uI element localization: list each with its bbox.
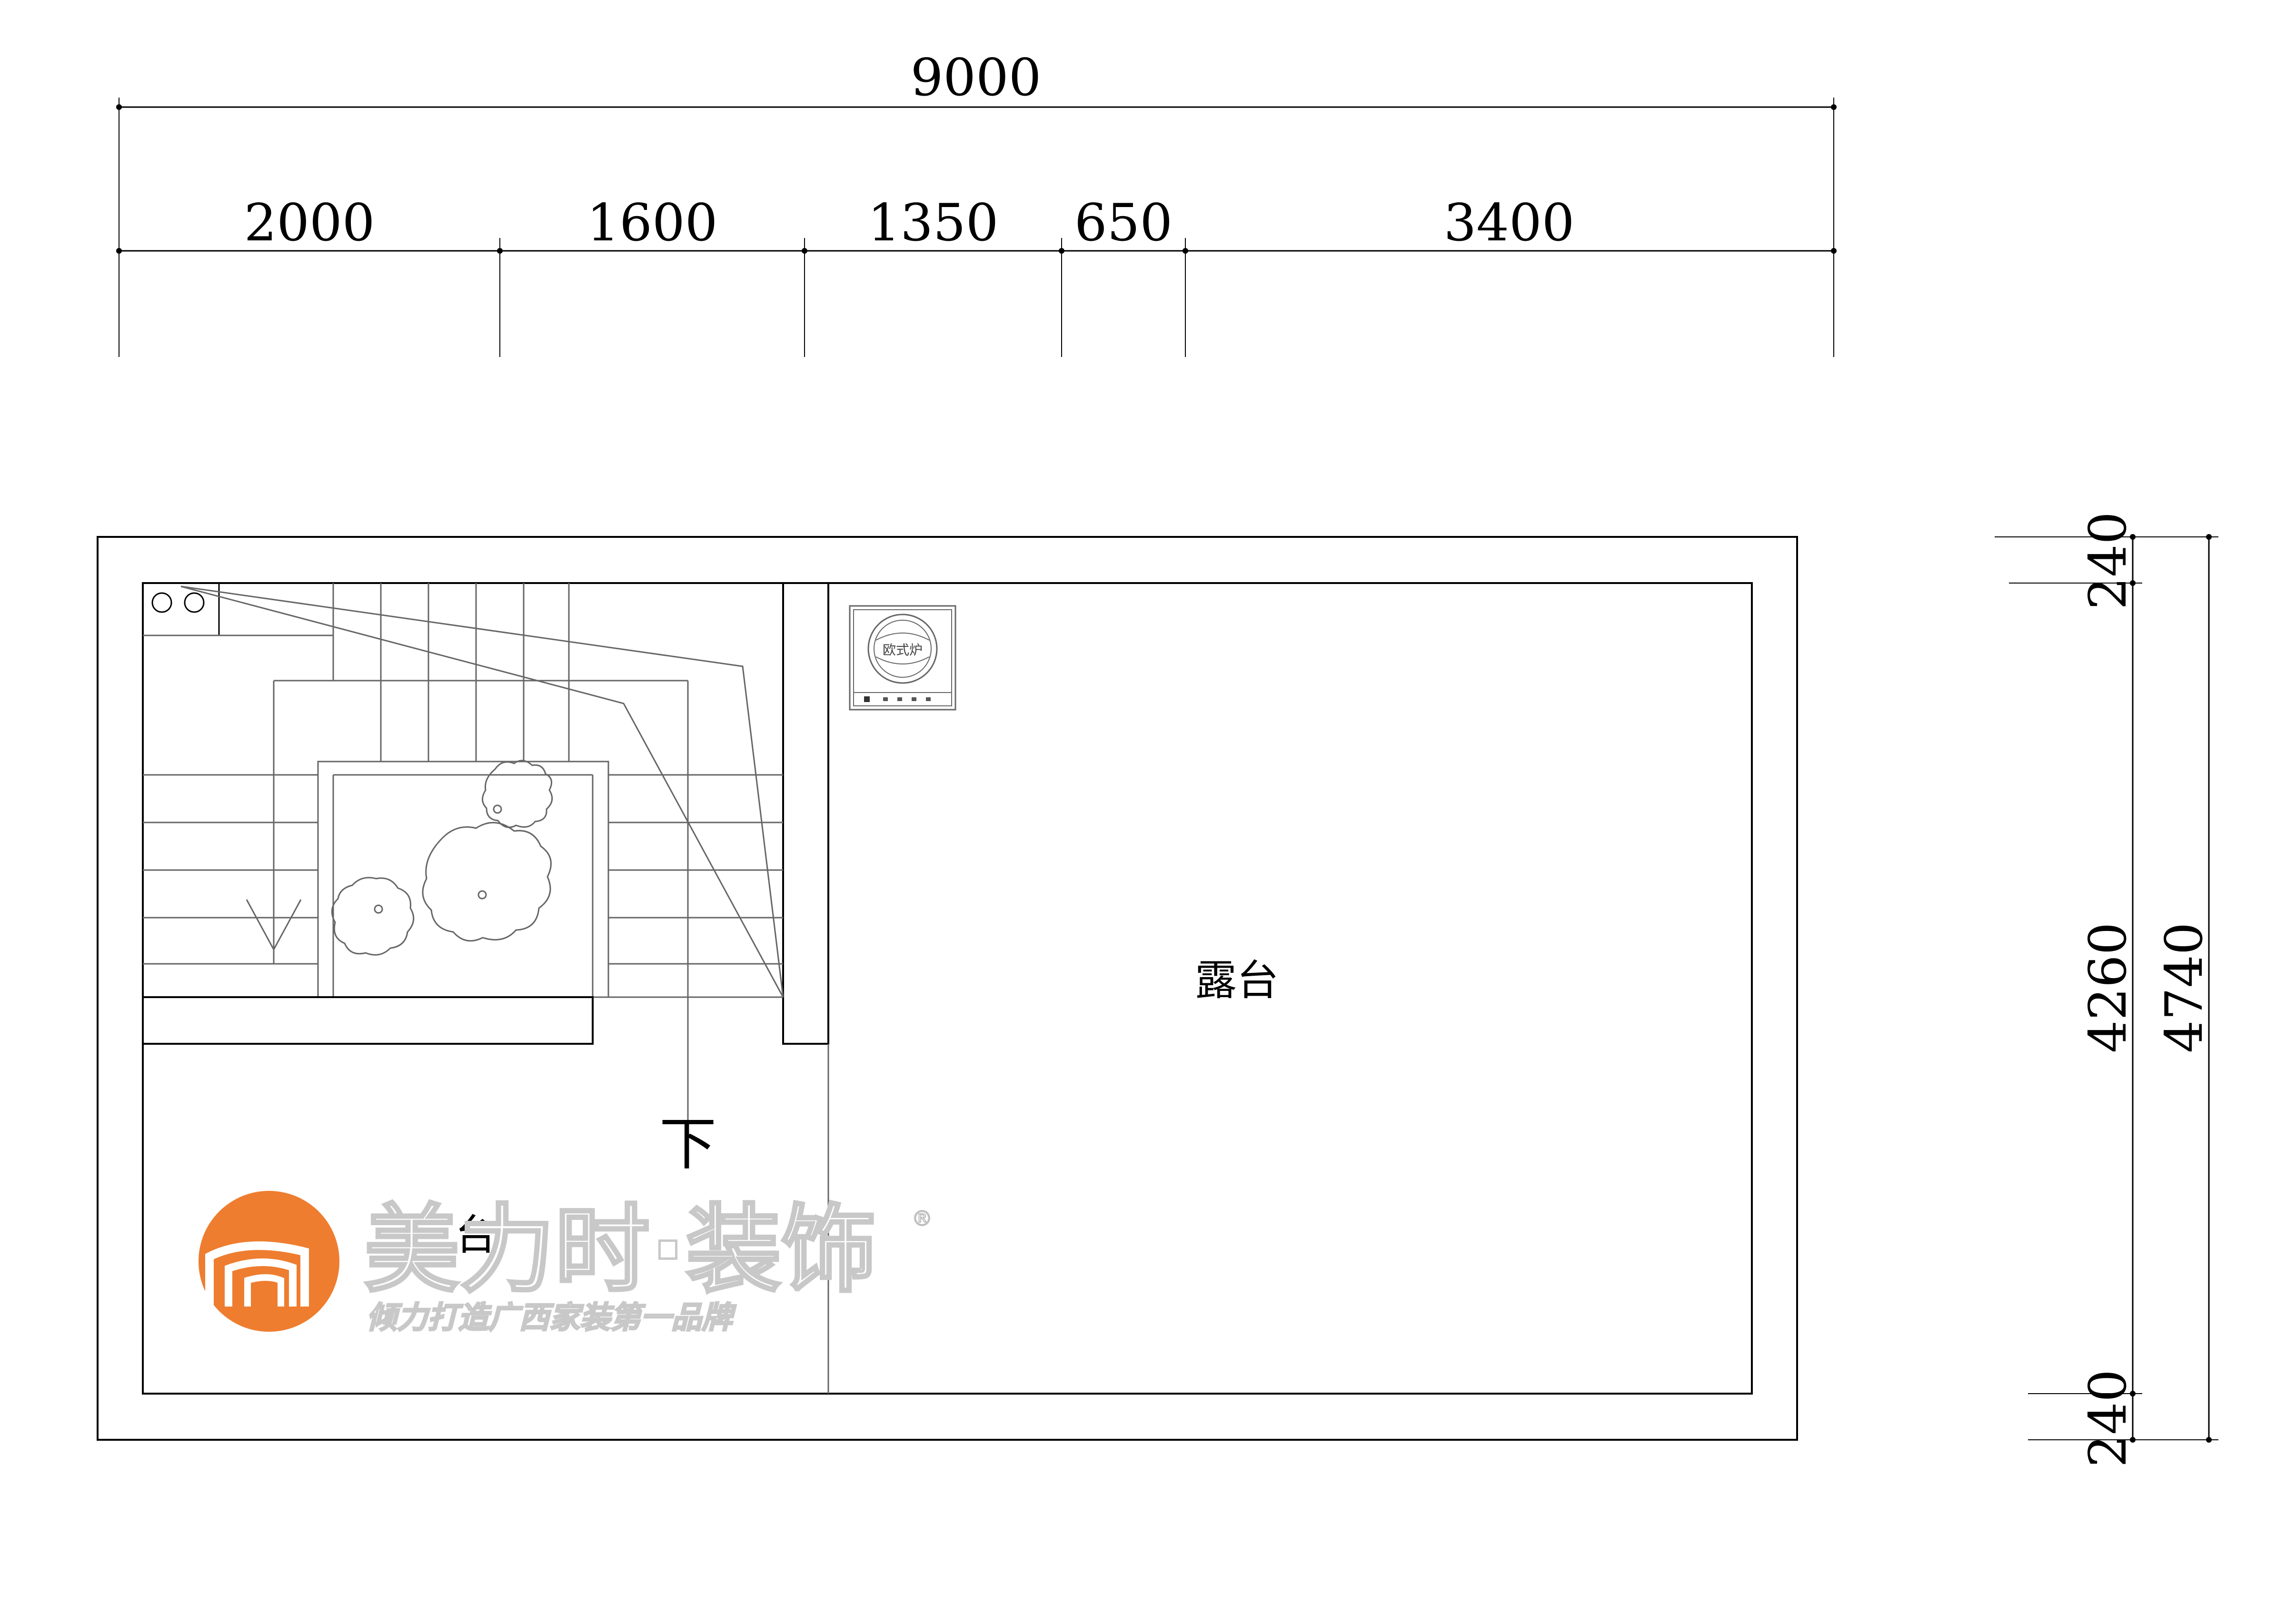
down-arrow-icon: [246, 809, 302, 951]
dim-right-total: 4740: [2155, 922, 2214, 1053]
logo-slogan: 倾力打造广西家装第一品牌: [367, 1300, 736, 1336]
dim-segment-4: 650: [1074, 193, 1173, 253]
partial-room-label: 台: [455, 1210, 497, 1259]
top-dimension-group: 9000 2000 1600 1350 650 3400: [116, 48, 1837, 357]
dim-segment-3: 1350: [868, 193, 999, 253]
dim-segment-5: 3400: [1444, 193, 1575, 253]
tree-icon: [422, 822, 552, 942]
logo-registered-mark: ®: [912, 1207, 933, 1231]
dim-segment-1: 2000: [244, 193, 375, 253]
stair-down-label: 下: [659, 1111, 716, 1178]
tree-icon: [331, 877, 415, 956]
right-dimension-group: 240 4260 4740 240: [1995, 512, 2218, 1467]
dim-right-middle: 4260: [2078, 922, 2138, 1053]
dim-right-top: 240: [2078, 512, 2138, 610]
dim-right-bottom: 240: [2078, 1369, 2138, 1467]
terrace-label: 露台: [1195, 956, 1279, 1005]
stove-label: 欧式炉: [883, 642, 923, 658]
logo-watermark: 美力时·装饰 ® 倾力打造广西家装第一品牌: [199, 1191, 933, 1337]
staircase: [142, 582, 784, 1138]
stove-fixture: 欧式炉: [849, 605, 956, 711]
logo-name: 美力时·装饰: [364, 1195, 876, 1306]
tree-icon: [482, 760, 553, 828]
logo-mark-icon: [199, 1191, 339, 1332]
walls: [97, 536, 1798, 1441]
dim-segment-2: 1600: [587, 193, 718, 253]
dim-total-top: 9000: [911, 48, 1042, 108]
